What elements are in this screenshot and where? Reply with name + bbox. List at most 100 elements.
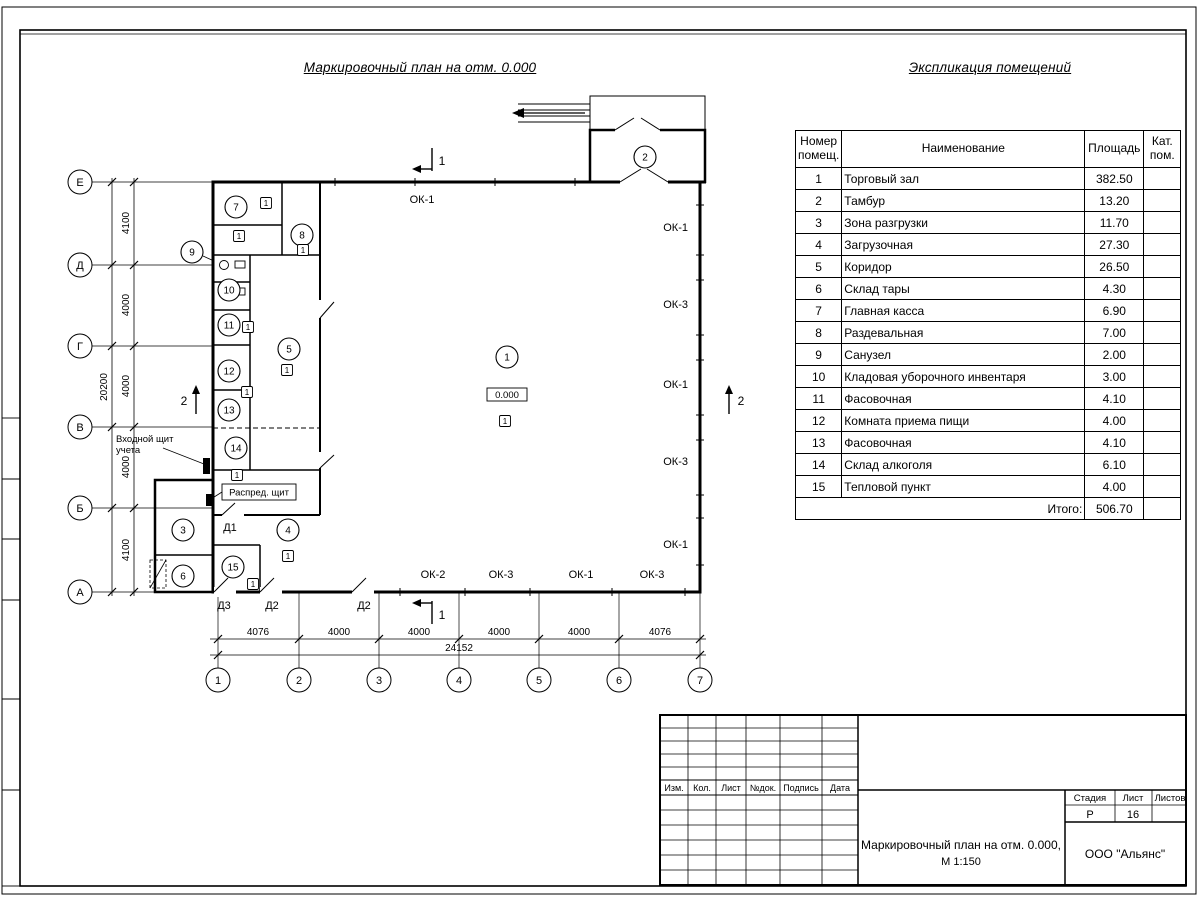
table-total-row: Итого: 506.70 xyxy=(794,497,1182,520)
room-name: Склад тары xyxy=(841,277,1086,300)
room-name: Коридор xyxy=(841,255,1086,278)
floor-mark: 1 xyxy=(237,232,242,241)
room-number: 13 xyxy=(223,406,235,417)
room-num: 11 xyxy=(794,387,843,410)
room-area: 3.00 xyxy=(1084,365,1145,388)
room-num: 4 xyxy=(794,233,843,256)
titleblock-col-data: Дата xyxy=(830,783,850,793)
col-header-cat: Кат. пом. xyxy=(1143,130,1182,168)
window-label-right: ОК-1 xyxy=(663,379,688,391)
room-name: Тепловой пункт xyxy=(841,475,1086,498)
room-area: 6.90 xyxy=(1084,299,1145,322)
room-number: 15 xyxy=(227,563,239,574)
grid-row-label: Б xyxy=(76,503,83,515)
room-name: Кладовая уборочного инвентаря xyxy=(841,365,1086,388)
window-ticks xyxy=(334,178,704,596)
grid-row-label: Е xyxy=(76,177,83,189)
grid-row-label: Д xyxy=(76,260,84,272)
grid-col-label: 2 xyxy=(296,675,302,687)
room-number: 12 xyxy=(223,367,235,378)
room-bubbles: 1 2 3 4 5 6 7 8 9 10 11 12 13 14 15 xyxy=(171,145,657,588)
room-num: 7 xyxy=(794,299,843,322)
room-number: 1 xyxy=(504,353,510,364)
table-header-row: Номер помещ. Наименование Площадь Кат. п… xyxy=(794,130,1182,168)
room-num: 10 xyxy=(794,365,843,388)
door-leaves xyxy=(213,117,669,593)
doc-title-line2: М 1:150 xyxy=(941,856,981,868)
grid-col-label: 5 xyxy=(536,675,542,687)
stage-label: Стадия xyxy=(1074,793,1106,804)
titleblock-col-podpis: Подпись xyxy=(783,783,819,793)
room-area: 382.50 xyxy=(1084,167,1145,190)
stage-value: Р xyxy=(1086,809,1093,821)
total-cat xyxy=(1143,497,1182,520)
section-label-2: 2 xyxy=(181,394,188,408)
sheet-label: Лист xyxy=(1123,793,1144,804)
col-header-number: Номер помещ. xyxy=(794,130,843,168)
room-num: 6 xyxy=(794,277,843,300)
grid-row-label: Г xyxy=(77,341,83,353)
room-area: 4.00 xyxy=(1084,475,1145,498)
distribution-board-label: Распред. щит xyxy=(229,488,290,499)
room-number: 2 xyxy=(642,153,648,164)
door-openings xyxy=(214,125,668,597)
window-label-right: ОК-3 xyxy=(663,299,688,311)
room-name: Фасовочная xyxy=(841,387,1086,410)
room-number: 5 xyxy=(286,345,292,356)
room-cat xyxy=(1143,431,1182,454)
h-dim-5: 4000 xyxy=(568,627,591,638)
window-label-bottom: ОК-3 xyxy=(489,569,514,581)
explication-title: Экспликация помещений xyxy=(908,60,1072,75)
room-area: 4.10 xyxy=(1084,431,1145,454)
room-name: Раздевальная xyxy=(841,321,1086,344)
dimension-lines xyxy=(107,177,706,660)
room-cat xyxy=(1143,189,1182,212)
room-cat xyxy=(1143,167,1182,190)
elevation-mark: 0.000 xyxy=(486,387,528,402)
v-dim-2: 4000 xyxy=(121,293,132,316)
entry-board-label: учета xyxy=(116,445,141,456)
doc-title-line1: Маркировочный план на отм. 0.000, xyxy=(861,838,1061,852)
dimension-labels: 4100 4000 4000 4000 4100 20200 4076 4000… xyxy=(99,211,672,654)
floor-mark: 1 xyxy=(285,366,290,375)
room-name: Тамбур xyxy=(841,189,1086,212)
room-area: 4.10 xyxy=(1084,387,1145,410)
room-number: 3 xyxy=(180,526,186,537)
grid-col-label: 1 xyxy=(215,675,221,687)
floor-mark: 1 xyxy=(251,580,256,589)
room-explication-table: Номер помещ. Наименование Площадь Кат. п… xyxy=(794,130,1182,520)
total-label: Итого: xyxy=(794,497,1086,520)
room-num: 9 xyxy=(794,343,843,366)
room-number: 4 xyxy=(285,526,291,537)
title-block: Изм. Кол. Лист №док. Подпись Дата Стадия… xyxy=(659,714,1187,886)
grid-row-label: А xyxy=(76,587,84,599)
grid-col-label: 6 xyxy=(616,675,622,687)
room-cat xyxy=(1143,409,1182,432)
door-label-d1: Д1 xyxy=(223,522,237,534)
door-label-d2: Д2 xyxy=(265,600,279,612)
floor-mark: 1 xyxy=(246,323,251,332)
v-dim-3: 4000 xyxy=(121,374,132,397)
floor-mark: 1 xyxy=(503,417,508,426)
floor-mark: 1 xyxy=(301,246,306,255)
v-dim-1: 4100 xyxy=(121,211,132,234)
room-name: Торговый зал xyxy=(841,167,1086,190)
room-name: Загрузочная xyxy=(841,233,1086,256)
h-dim-2: 4000 xyxy=(328,627,351,638)
window-labels: ОК-1 ОК-1 ОК-3 ОК-1 ОК-3 ОК-1 ОК-2 ОК-3 … xyxy=(410,194,688,581)
window-label-right: ОК-1 xyxy=(663,222,688,234)
grid-bubbles: Е Д Г В Б А 1 2 3 4 5 6 7 xyxy=(67,169,713,693)
room-cat xyxy=(1143,277,1182,300)
room9-leader xyxy=(202,255,215,262)
room-name: Санузел xyxy=(841,343,1086,366)
room-cat xyxy=(1143,211,1182,234)
floor-mark: 1 xyxy=(264,199,269,208)
dimension-ticks xyxy=(107,177,705,660)
